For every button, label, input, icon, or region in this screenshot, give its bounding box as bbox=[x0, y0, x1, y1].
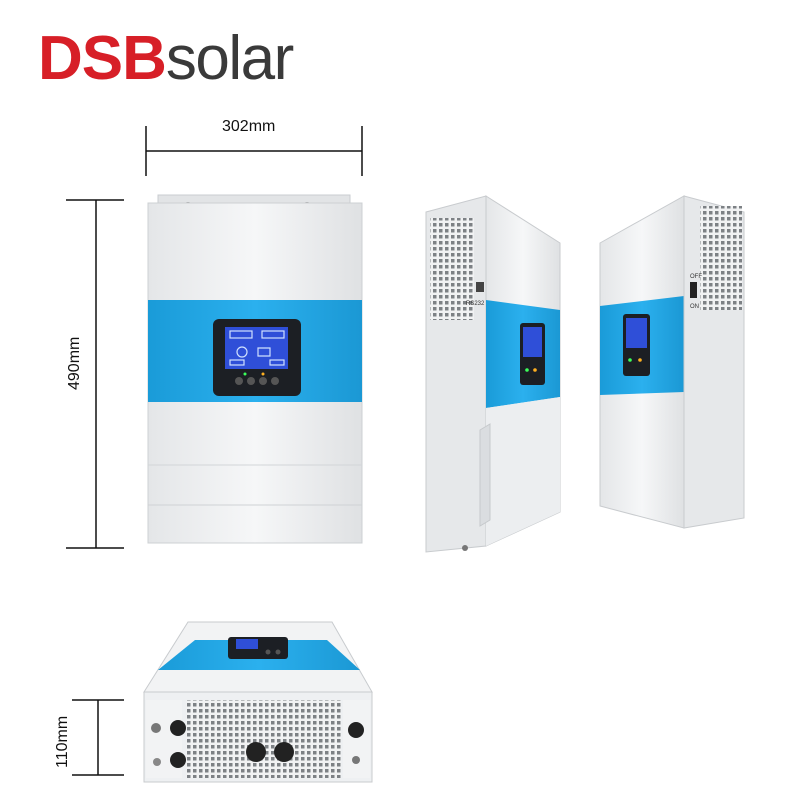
left-side-view-inverter: RS232 bbox=[425, 195, 561, 553]
on-label: ON bbox=[690, 304, 699, 310]
brand-logo: DSBsolar bbox=[38, 24, 294, 94]
logo-suffix: solar bbox=[165, 24, 294, 93]
width-label: 302mm bbox=[222, 118, 276, 135]
front-view-inverter bbox=[147, 194, 363, 544]
bottom-view-inverter bbox=[143, 621, 373, 783]
height-dimension-line bbox=[66, 199, 124, 549]
logo-brand: DSB bbox=[38, 24, 167, 93]
off-label: OFF bbox=[690, 274, 702, 280]
rs232-label: RS232 bbox=[466, 301, 485, 307]
width-dimension-line bbox=[145, 126, 363, 176]
right-side-view-inverter: OFF ON bbox=[599, 195, 745, 529]
depth-dimension-line bbox=[72, 699, 124, 776]
